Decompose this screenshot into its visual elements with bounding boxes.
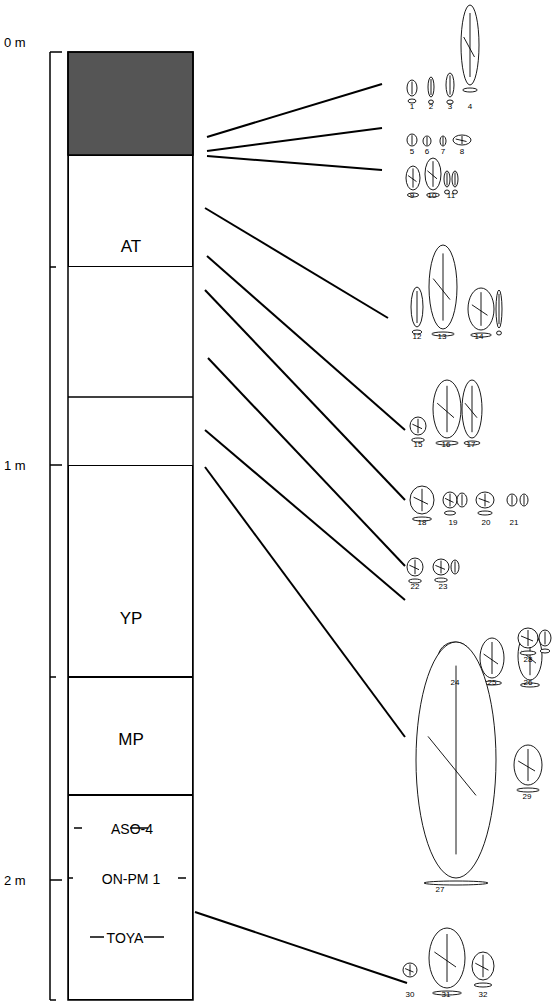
column-outline: [68, 52, 193, 1000]
dark-topsoil-band: [68, 52, 193, 155]
layer-boundary: [68, 396, 193, 398]
leader-lines: [195, 84, 407, 983]
layer-label: AT: [121, 238, 141, 255]
tephra-label: ASO-4: [111, 822, 153, 836]
stratum-band: ASO-4ON-PM 1 TOYA: [68, 795, 193, 1000]
callout-number: 12: [413, 333, 422, 341]
tephra-label: ON-PM 1: [102, 872, 160, 886]
scale-label: 2 m: [4, 874, 26, 887]
callout-number: 29: [523, 793, 532, 801]
scale-bar: [49, 52, 51, 1000]
callout-number: 21: [510, 519, 519, 527]
callout-number: 14: [475, 333, 484, 341]
callout-number: 19: [449, 519, 458, 527]
stratum-band: MP: [68, 677, 193, 795]
callout-number: 31: [442, 991, 451, 999]
callout-number: 25: [488, 679, 497, 687]
callout-number: 24: [451, 679, 460, 687]
layer-label: MP: [118, 731, 144, 748]
callout-number: 16: [442, 441, 451, 449]
callout-number: 10: [428, 192, 437, 200]
callout-number: 5: [410, 148, 414, 156]
callout-number: 6: [425, 148, 429, 156]
callout-number: 8: [460, 148, 464, 156]
stratum-band: AT: [68, 155, 193, 267]
stone-tools: [403, 5, 551, 995]
callout-number: 28: [524, 656, 533, 664]
callout-number: 26: [524, 679, 533, 687]
callout-number: 4: [468, 103, 472, 111]
callout-number: 7: [441, 148, 445, 156]
scale-label: 1 m: [4, 459, 26, 472]
callout-number: 2: [429, 103, 433, 111]
callout-number: 27: [436, 886, 445, 894]
callout-number: 1: [410, 103, 414, 111]
callout-number: 3: [448, 103, 452, 111]
callout-number: 15: [414, 441, 423, 449]
callout-number: 20: [482, 519, 491, 527]
callout-number: 30: [406, 991, 415, 999]
tephra-label: TOYA: [107, 931, 144, 945]
callout-number: 17: [467, 441, 476, 449]
callout-number: 32: [479, 991, 488, 999]
callout-number: 23: [439, 583, 448, 591]
callout-number: 13: [438, 333, 447, 341]
callout-number: 18: [418, 519, 427, 527]
scale-label: 0 m: [4, 36, 26, 49]
callout-number: 22: [411, 583, 420, 591]
callout-number: 11: [447, 192, 455, 200]
stratum-band: YP: [68, 465, 193, 677]
layer-label: YP: [120, 610, 143, 627]
callout-number: 9: [410, 192, 414, 200]
